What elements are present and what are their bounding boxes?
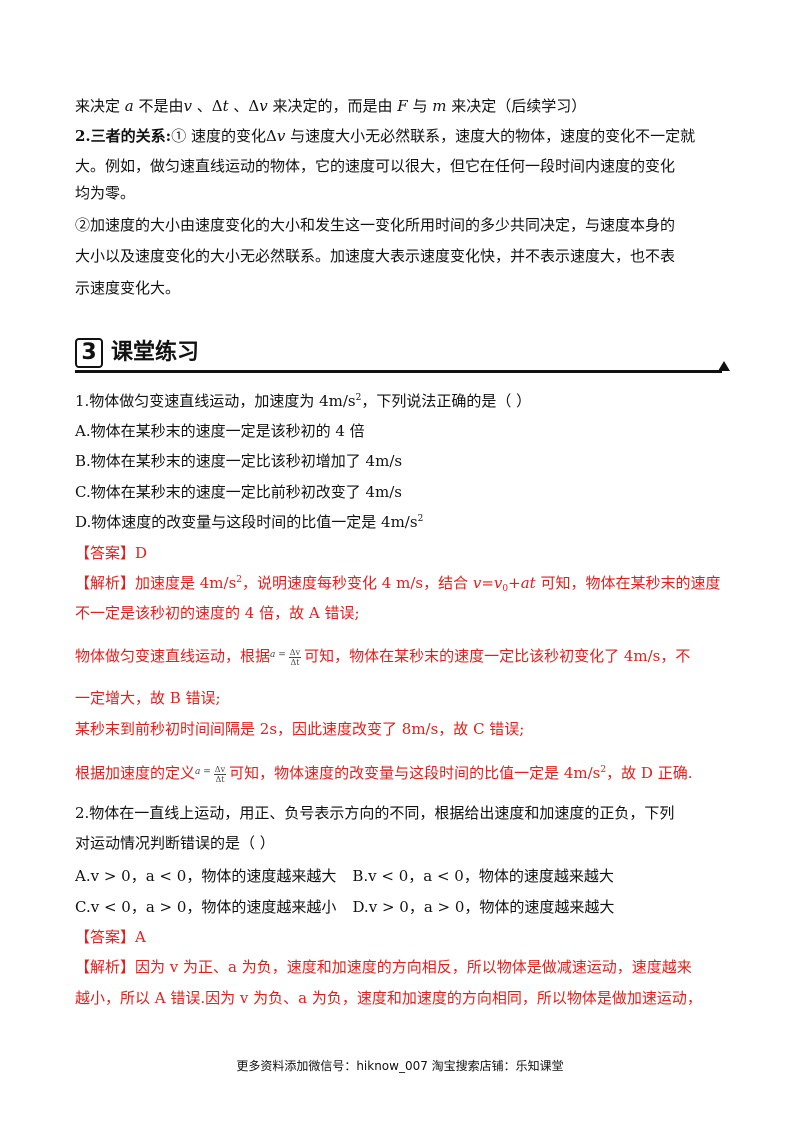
q1-stem: 1.物体做匀变速直线运动，加速度为 4m/s2，下列说法正确的是（ ） xyxy=(75,392,532,410)
q1-explanation-1: 【解析】加速度是 4m/s2，说明速度每秒变化 4 m/s，结合 v=v0+at… xyxy=(75,574,721,594)
q2-option-c: C.v < 0，a > 0，物体的速度越来越小 xyxy=(75,898,337,916)
page-footer: 更多资料添加微信号：hiknow_007 淘宝搜索店铺：乐知课堂 xyxy=(236,1059,564,1073)
section-title: 课堂练习 xyxy=(111,340,200,365)
q2-option-a: A.v > 0，a < 0，物体的速度越来越大 xyxy=(75,867,337,885)
q2-options-row-2: C.v < 0，a > 0，物体的速度越来越小 D.v > 0，a > 0，物体的… xyxy=(75,897,736,917)
intro-line-6: 大小以及速度变化的大小无必然联系。加速度大表示速度变化快，并不表示速度大，也不表 xyxy=(75,247,676,265)
triangle-icon xyxy=(718,361,730,371)
q2-stem-1: 2.物体在一直线上运动，用正、负号表示方向的不同，根据给出速度和加速度的正负，下… xyxy=(75,804,675,822)
section-header: 3 课堂练习 xyxy=(75,336,730,374)
q2-stem-2: 对运动情况判断错误的是（ ） xyxy=(75,834,275,852)
intro-line-2: 2.三者的关系:① 速度的变化Δv 与速度大小无必然联系，速度大的物体，速度的变… xyxy=(75,127,696,145)
q2-options-row-1: A.v > 0，a < 0，物体的速度越来越大 B.v < 0，a < 0，物体的… xyxy=(75,866,736,886)
q1-explanation-4: 一定增大，故 B 错误; xyxy=(75,689,221,707)
intro-line-4: 均为零。 xyxy=(75,184,136,202)
section-number: 3 xyxy=(75,338,103,368)
q2-option-d: D.v > 0，a > 0，物体的速度越来越大 xyxy=(352,898,615,916)
q1-answer: 【答案】D xyxy=(75,544,148,562)
q2-explanation-1: 【解析】因为 v 为正、a 为负，速度和加速度的方向相反，所以物体是做减速运动，… xyxy=(75,958,692,976)
intro-line-7: 示速度变化大。 xyxy=(75,279,181,297)
q1-option-a: A.物体在某秒末的速度一定是该秒初的 4 倍 xyxy=(75,422,365,440)
q1-option-d: D.物体速度的改变量与这段时间的比值一定是 4m/s2 xyxy=(75,513,424,531)
section-rule xyxy=(75,370,722,373)
intro-line-3: 大。例如，做匀速直线运动的物体，它的速度可以很大，但它在任何一段时间内速度的变化 xyxy=(75,157,676,175)
q1-option-b: B.物体在某秒末的速度一定比该秒初增加了 4m/s xyxy=(75,452,403,470)
intro-line-1: 来决定 a 不是由v 、Δt 、Δv 来决定的，而是由 F 与 m 来决定（后续… xyxy=(75,97,587,115)
q2-answer: 【答案】A xyxy=(75,928,146,946)
q2-explanation-2: 越小，所以 A 错误.因为 v 为负、a 为负，速度和加速度的方向相同，所以物体… xyxy=(75,989,702,1007)
q1-explanation-5: 某秒末到前秒初时间间隔是 2s，因此速度改变了 8m/s，故 C 错误; xyxy=(75,720,525,738)
relation-heading: 2.三者的关系: xyxy=(75,127,172,145)
intro-line-5: ②加速度的大小由速度变化的大小和发生这一变化所用时间的多少共同决定，与速度本身的 xyxy=(75,216,676,234)
q2-option-b: B.v < 0，a < 0，物体的速度越来越大 xyxy=(352,867,614,885)
q1-option-c: C.物体在某秒末的速度一定比前秒初改变了 4m/s xyxy=(75,483,402,501)
q1-explanation-2: 不一定是该秒初的速度的 4 倍，故 A 错误; xyxy=(75,604,360,622)
